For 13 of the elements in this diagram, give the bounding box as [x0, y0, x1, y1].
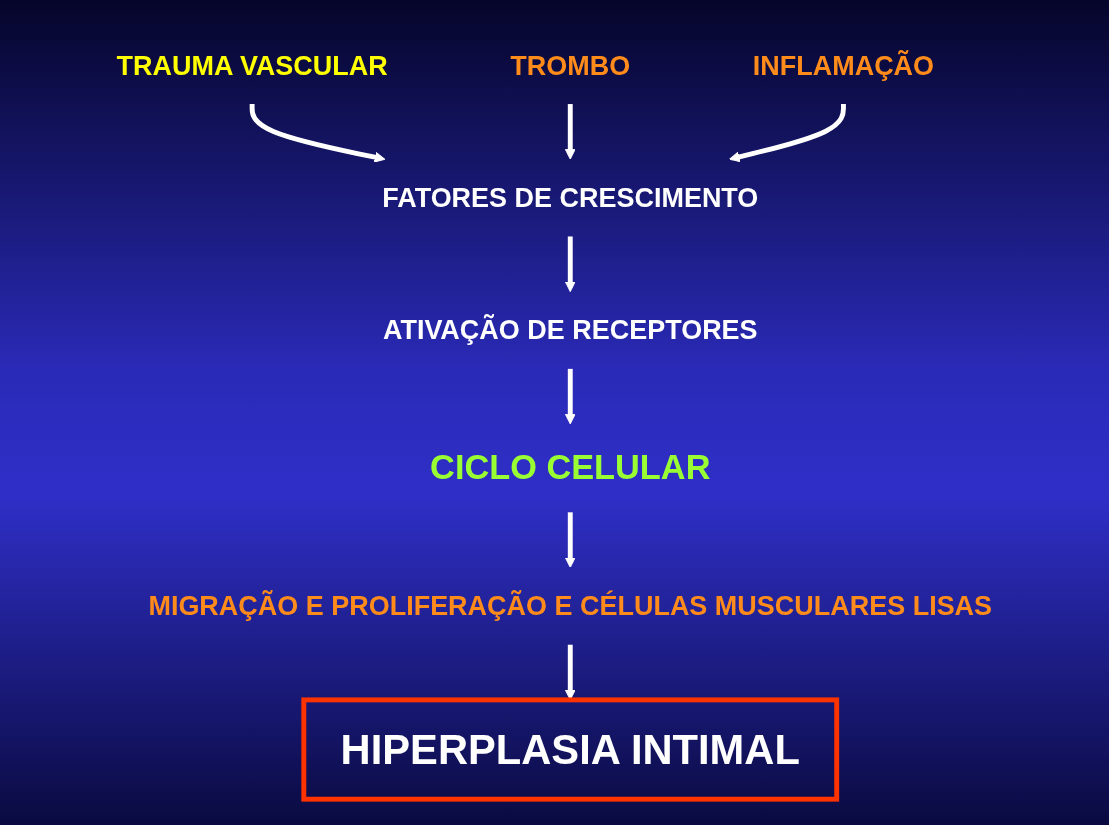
node-text: CICLO CELULAR: [430, 448, 711, 487]
node-text: FATORES DE CRESCIMENTO: [382, 182, 759, 213]
arrow: [565, 235, 576, 292]
arrow: [565, 368, 576, 424]
node-text: TRAUMA VASCULAR: [116, 49, 388, 81]
arrow: [565, 644, 576, 700]
node-text: TROMBO: [510, 49, 631, 81]
arrow: [565, 103, 576, 160]
node-text: MIGRAÇÃO E PROLIFERAÇÃO E CÉLULAS MUSCULARES LISAS: [148, 590, 993, 621]
node-text: ATIVAÇÃO DE RECEPTORES: [383, 314, 758, 346]
node-box: HIPERPLASIA INTIMAL: [301, 696, 840, 802]
arrow: [565, 511, 576, 568]
node-text: INFLAMAÇÃO: [752, 49, 935, 81]
